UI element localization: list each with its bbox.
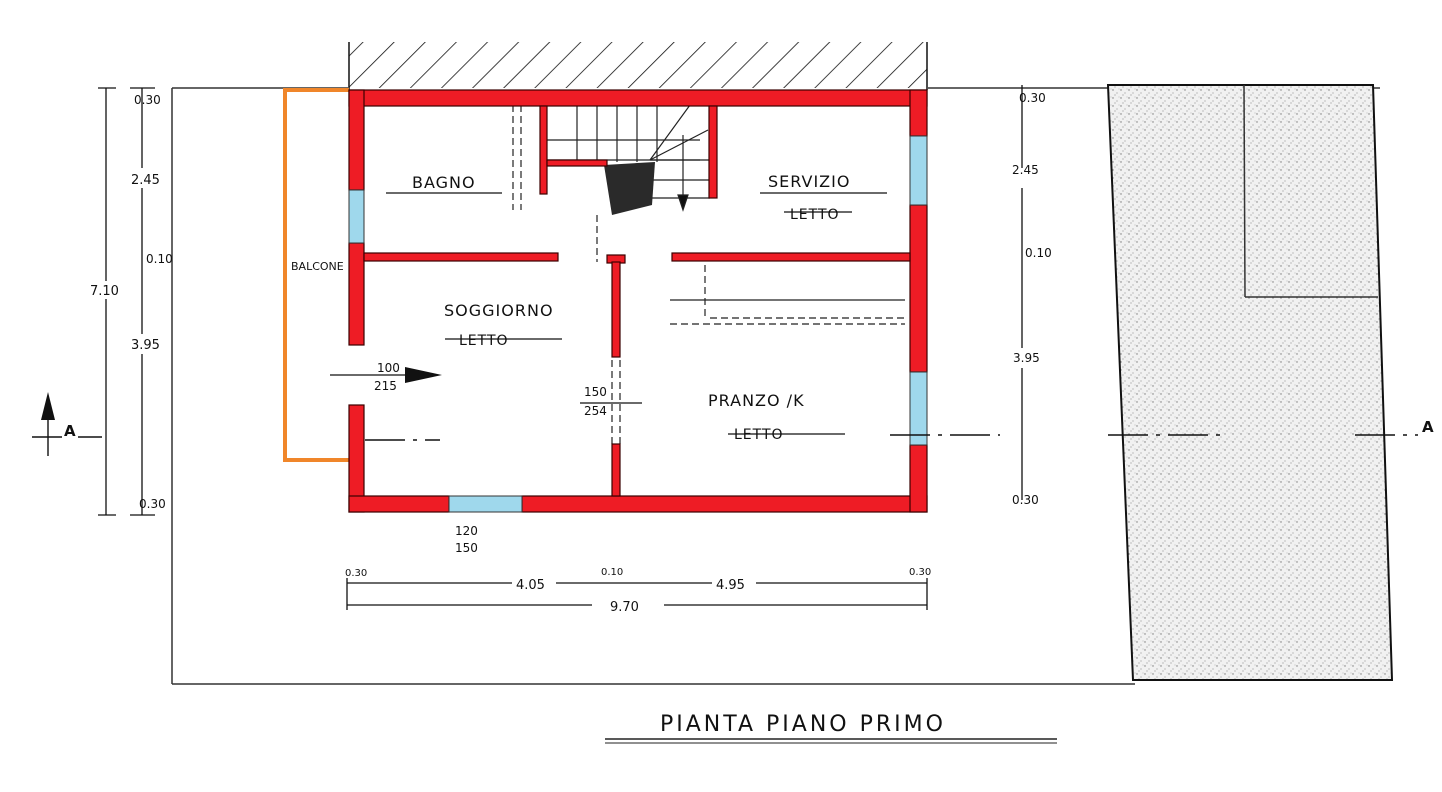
dim-bottom-0: 0.30 (345, 568, 367, 579)
room-label-servizio: SERVIZIO (768, 172, 850, 191)
dim-right-4: 0.30 (1012, 493, 1039, 507)
window-bagno (348, 189, 365, 244)
room-label-pranzo: PRANZO /K (708, 391, 805, 410)
section-arrow-icon (41, 392, 55, 420)
dim-right-2: 0.10 (1025, 246, 1052, 260)
dim-left-total: 7.10 (90, 284, 119, 299)
internal-door-width: 150 (584, 385, 607, 399)
adjacent-building (1106, 84, 1394, 681)
entry-door-width: 100 (377, 361, 400, 375)
dim-right-3: 3.95 (1013, 351, 1040, 365)
dim-bottom-2: 0.10 (601, 567, 623, 578)
dim-right-0: 0.30 (1019, 91, 1046, 105)
balcony-outline (283, 88, 349, 462)
dashed-lines (512, 105, 905, 444)
room-label-soggiorno: SOGGIORNO (444, 301, 554, 320)
walls (348, 89, 928, 513)
window-pranzo (909, 371, 928, 446)
entry-door-height: 215 (374, 379, 397, 393)
dim-left-1: 2.45 (131, 173, 160, 188)
dim-bottom-4: 0.30 (909, 567, 931, 578)
dim-bottom-total: 9.70 (610, 600, 639, 615)
dim-left-2: 0.10 (146, 252, 173, 266)
dim-left-0: 0.30 (134, 93, 161, 107)
windows (348, 135, 928, 513)
left-dimension-lines (98, 87, 155, 516)
dim-left-3: 3.95 (131, 338, 160, 353)
room-label-bagno: BAGNO (412, 173, 476, 192)
dim-bottom-3: 4.95 (716, 578, 745, 593)
dim-left-4: 0.30 (139, 497, 166, 511)
room-alt-soggiorno: LETTO (459, 333, 509, 349)
stair-core (604, 162, 655, 215)
party-wall-hatch (348, 42, 928, 90)
dim-right-1: 2.45 (1012, 163, 1039, 177)
balcony-label: BALCONE (291, 260, 344, 273)
staircase (546, 104, 710, 212)
section-label-right: A (1422, 418, 1434, 436)
room-alt-pranzo: LETTO (734, 427, 784, 443)
room-underlines (386, 192, 887, 435)
room-alt-servizio: LETTO (790, 207, 840, 223)
section-label-left: A (64, 422, 76, 440)
window-servizio (909, 135, 928, 206)
drawing-title: PIANTA PIANO PRIMO (660, 712, 946, 737)
entry-arrow (330, 367, 442, 383)
window-width: 120 (455, 524, 478, 538)
title-underline (605, 738, 1057, 744)
dim-bottom-1: 4.05 (516, 578, 545, 593)
internal-door-height: 254 (584, 404, 607, 418)
window-height: 150 (455, 541, 478, 555)
window-soggiorno-bottom (448, 495, 523, 513)
